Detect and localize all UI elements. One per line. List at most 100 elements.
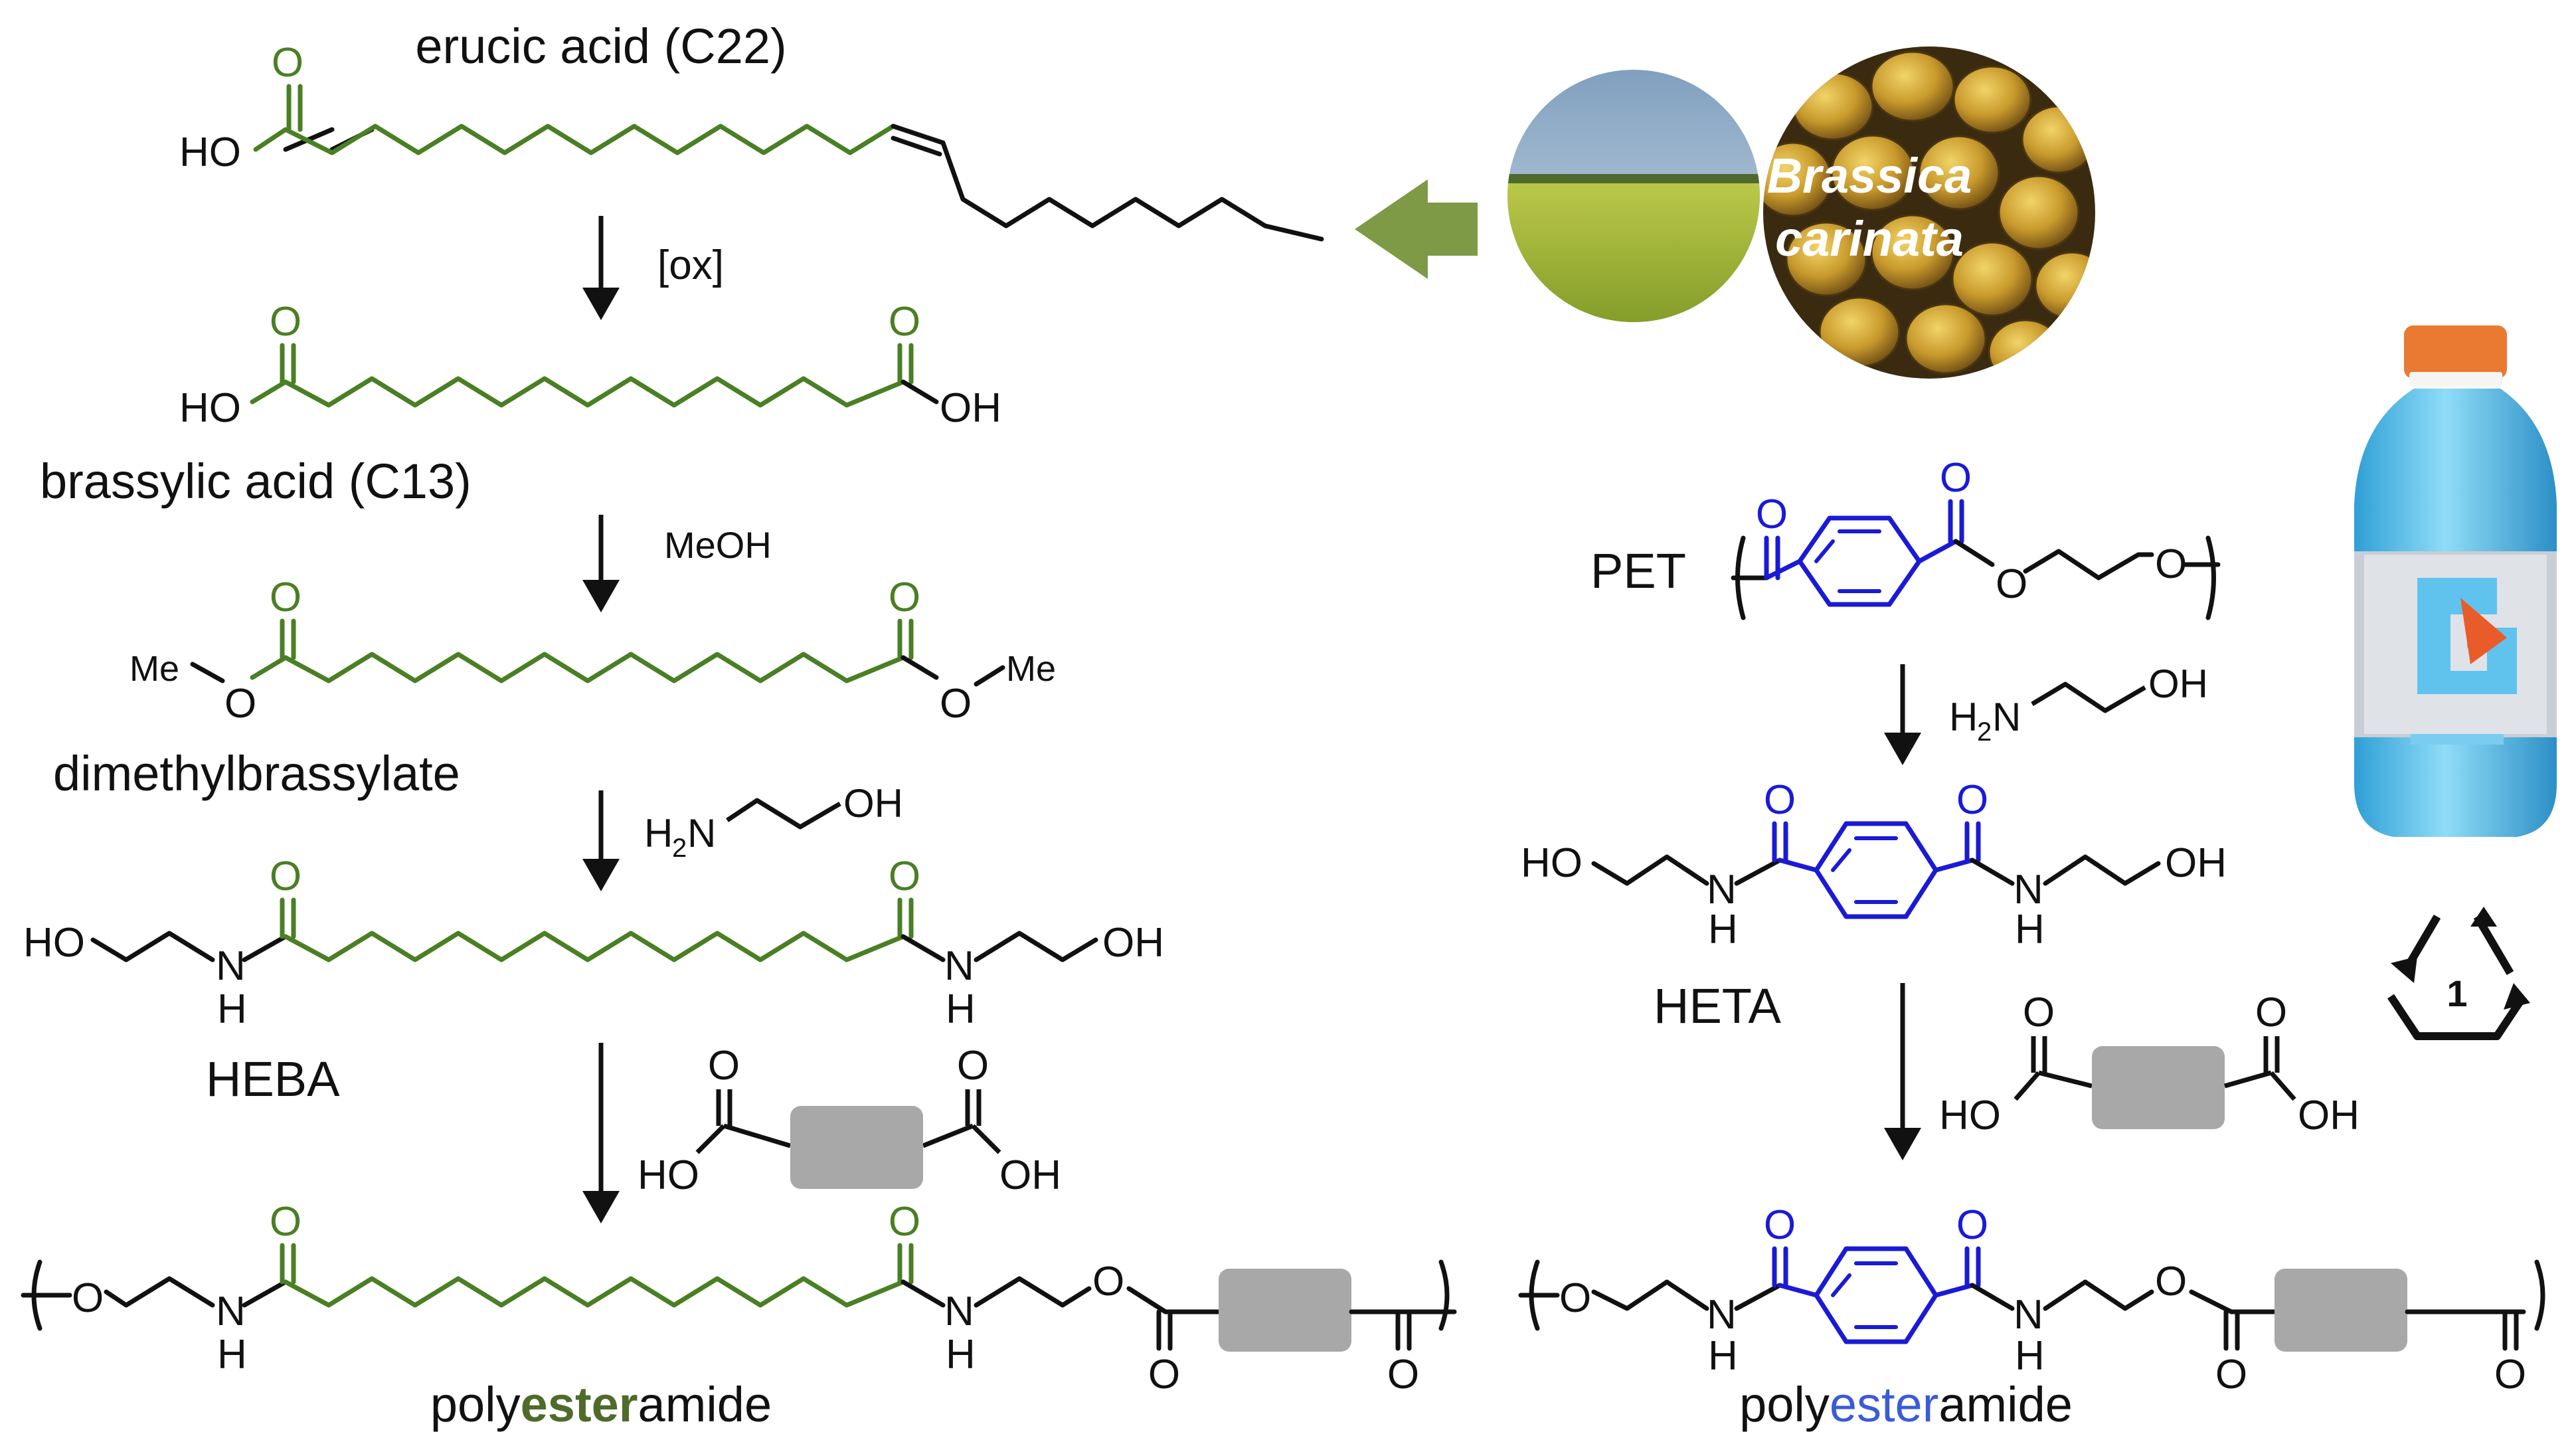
rpea-o-right: O [1956,1202,1988,1248]
ea-right-h: H [1949,695,1978,739]
dmb-ester-o-left: O [224,681,256,727]
heba-oh: OH [1102,920,1164,966]
left-product-suffix: amide [638,1377,772,1432]
diacid-left-oh: OH [999,1152,1061,1198]
ea-right-2: 2 [1977,717,1992,747]
ea-left-oh: OH [843,781,903,826]
erucic-acid-structure: O HO [179,40,1324,242]
lpea-ester-o: O [1092,1259,1124,1305]
heba-n-left: N [216,943,246,989]
ethanolamine-reagent-right: H 2 N OH [1949,662,2208,747]
brassylic-acid-label: brassylic acid (C13) [40,454,472,509]
sports-drink-bottle-icon [2354,325,2557,837]
brassica-seeds-photo [1763,46,2095,379]
diacid-right-oh: OH [2298,1093,2360,1138]
heba-o-right: O [889,854,920,899]
heba-h-left: H [217,986,247,1032]
rpea-o-left: O [1764,1202,1796,1248]
heta-oh: OH [2165,840,2227,886]
diacid-linker-block-left [790,1106,923,1189]
ea-right-n: N [1992,695,2021,739]
heba-label: HEBA [206,1051,340,1107]
ea-left-n: N [687,811,716,856]
pet-ester-o2: O [2155,541,2187,587]
heta-n-right: N [2014,867,2043,913]
lpea-o-right: O [889,1199,920,1245]
diacid-reagent-left: O O HO OH [638,1043,1061,1198]
ox-reagent-label: [ox] [657,242,724,288]
right-product-label: polyesteramide [1739,1377,2073,1432]
meoh-reagent-label: MeOH [664,524,772,566]
rpea-n-right: N [2014,1292,2043,1338]
pet-ester-o1: O [1996,561,2027,607]
recycle-code-label: 1 [2447,972,2467,1014]
rpea-h-left: H [1708,1333,1738,1379]
diacid-right-o1: O [2023,990,2055,1036]
right-product-prefix: poly [1739,1377,1830,1432]
left-polymer-linker-block [1219,1269,1351,1352]
heta-h-right: H [2015,907,2045,952]
brassylic-acid-structure: O O HO OH [179,299,1001,431]
diacid-linker-block-right [2092,1046,2225,1129]
rpea-carbonyl-o1: O [2215,1352,2247,1397]
lpea-n-right: N [944,1289,974,1334]
erucic-acid-label: erucic acid (C22) [415,19,786,74]
diacid-left-o2: O [957,1043,989,1089]
right-polyesteramide-structure: O O O N H N H O O O [1518,1202,2545,1397]
recycle-pet-1-icon [2387,907,2530,1040]
dmb-o-left: O [270,575,301,620]
ethanolamine-reagent-left: H 2 N OH [644,781,903,863]
brassica-name-line1: Brassica [1767,148,1972,203]
dimethylbrassylate-structure: O O O O Me Me [129,575,1056,727]
erucic-o-label: O [272,40,303,86]
right-polymer-linker-block [2275,1269,2407,1352]
brassylic-o-left: O [270,299,301,345]
left-product-label: polyesteramide [430,1377,772,1432]
left-product-highlight: ester [521,1377,638,1432]
lpea-h-left: H [217,1332,247,1378]
rpea-carbonyl-o2: O [2494,1352,2526,1397]
pet-o-right: O [1940,455,1972,501]
lpea-o-left: O [270,1199,301,1245]
left-polyesteramide-structure: O O O N H N H O O O [21,1199,1457,1397]
lpea-n-left: N [216,1289,246,1334]
heta-o-right: O [1956,777,1988,823]
dmb-o-right: O [889,575,920,620]
dmb-me-right: Me [1006,649,1056,689]
ea-left-2: 2 [672,834,687,863]
diacid-reagent-right: O O HO OH [1939,990,2360,1138]
brassica-name-line2: carinata [1775,211,1964,266]
rpea-ester-o: O [2155,1259,2187,1305]
brassylic-o-right: O [889,299,920,345]
diacid-left-ho: HO [638,1152,699,1198]
erucic-ho-label: HO [179,130,241,175]
diacid-left-o1: O [708,1043,740,1089]
pet-o-left: O [1756,492,1788,537]
right-product-suffix: amide [1938,1377,2073,1432]
pet-label: PET [1590,543,1686,598]
rpea-o-end: O [1559,1275,1591,1321]
heta-structure: O O HO OH N H N H [1521,777,2227,952]
dimethylbrassylate-label: dimethylbrassylate [53,746,460,801]
heta-n-left: N [1707,867,1737,913]
brassica-field-photo [1507,70,1760,322]
heba-n-right: N [944,943,974,989]
rpea-h-right: H [2015,1333,2045,1379]
right-product-highlight: ester [1830,1377,1939,1432]
lpea-carbonyl-o1: O [1148,1352,1180,1397]
rpea-n-left: N [1707,1292,1737,1338]
lpea-carbonyl-o2: O [1387,1352,1419,1397]
lpea-o-end: O [72,1275,104,1321]
brassylic-ho: HO [179,385,241,431]
heba-ho: HO [23,920,85,966]
heba-o-left: O [270,854,301,899]
left-arrow-icon [1355,179,1478,279]
heba-structure: O O HO OH N H N H [23,854,1164,1032]
pet-structure: O O O O [1731,455,2221,620]
ea-right-oh: OH [2148,662,2208,706]
dmb-me-left: Me [129,649,179,689]
diacid-right-o2: O [2255,990,2287,1036]
heta-h-left: H [1708,907,1738,952]
